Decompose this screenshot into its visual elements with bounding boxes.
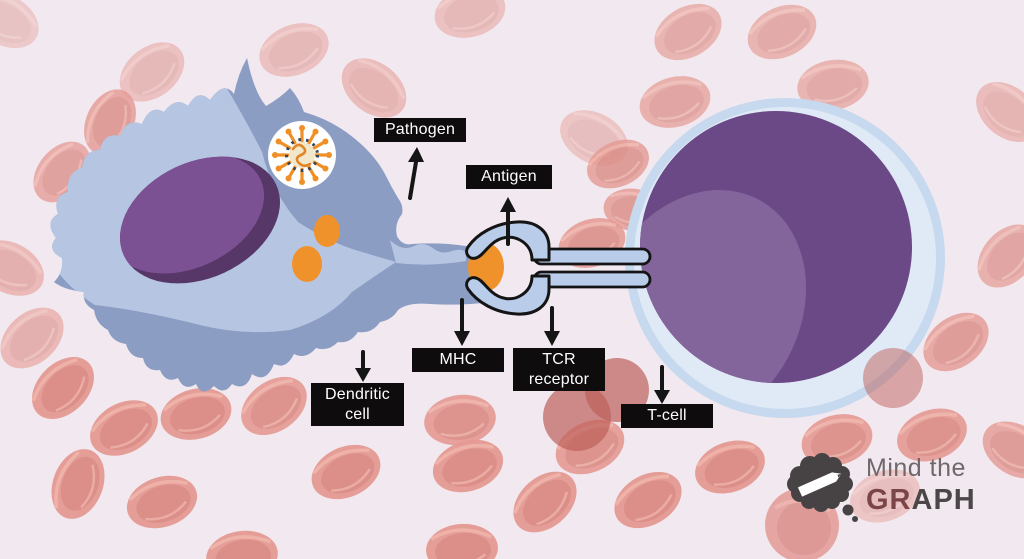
brain-pencil-icon: [787, 453, 858, 522]
dendritic-arrow: [355, 350, 371, 382]
t-cell-label: T-cell: [621, 404, 713, 428]
tcr-claw-upper: [465, 220, 551, 262]
logo-line2: GRAPH: [866, 484, 976, 517]
pencil-glyph: [797, 472, 842, 497]
logo-line1: Mind the: [866, 454, 966, 482]
arrows: [355, 147, 670, 404]
virus-rna: [291, 143, 312, 168]
vesicles: [292, 215, 340, 282]
pathogen-label: Pathogen: [374, 118, 466, 142]
tcr-arrow: [544, 306, 560, 346]
logo-graph-gr: GR: [866, 484, 912, 516]
mind-the-graph-logo: Mind the GRAPH: [786, 448, 1016, 538]
tcr-claw-lower: [465, 274, 551, 316]
antigen-arrow: [500, 197, 516, 246]
tcr-receptor-label: TCR receptor: [513, 348, 605, 392]
virus-capsid-ring: [285, 138, 319, 172]
deep-red-cell: [543, 383, 611, 451]
tcr-stem-lower: [532, 270, 652, 289]
pathogen-virus-icon: [268, 121, 336, 189]
mhc-arrow: [454, 298, 470, 346]
virus-spike-tips: [272, 125, 332, 185]
mhc-antigen-tcr-complex: [465, 220, 652, 316]
t-cell-arrow: [654, 365, 670, 404]
dendritic-cell-label: Dendritic cell: [311, 383, 404, 427]
pathogen-arrow: [408, 147, 424, 200]
mhc-label: MHC: [412, 348, 504, 372]
tcr-stem-upper: [532, 247, 652, 266]
pseudopod-inner-wave: [390, 240, 466, 265]
antigen-label: Antigen: [466, 165, 552, 189]
logo-text: Mind the GRAPH: [866, 454, 976, 517]
vesicle: [314, 215, 340, 247]
t-cell: [625, 98, 945, 418]
logo-graph-aph: APH: [911, 484, 976, 516]
vesicle: [292, 246, 322, 282]
deep-red-cell: [863, 348, 923, 408]
